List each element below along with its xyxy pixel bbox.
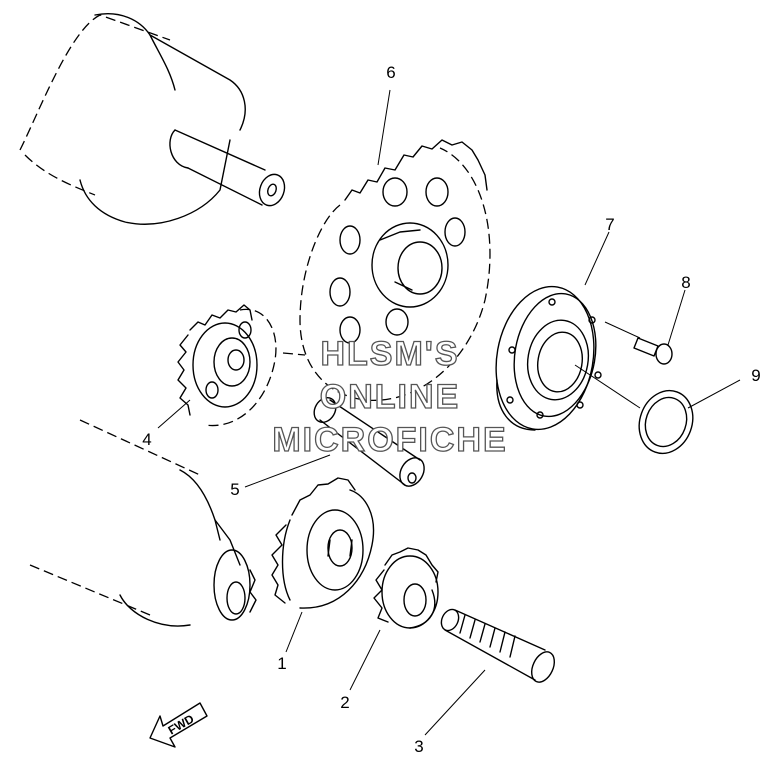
fwd-label: FWD xyxy=(166,711,197,737)
large-gear-part-6 xyxy=(299,139,491,401)
washer-part-9 xyxy=(638,389,694,455)
watermark-line-2: ONLINE xyxy=(320,378,460,416)
part-number-9: 9 xyxy=(751,366,760,385)
watermark: HLSM'S ONLINE MICROFICHE xyxy=(272,334,507,459)
part-number-8: 8 xyxy=(681,273,690,292)
gear-part-4 xyxy=(177,304,306,427)
bolt-part-8 xyxy=(604,321,673,365)
forward-arrow: FWD xyxy=(149,702,208,748)
part-number-2: 2 xyxy=(340,693,349,712)
small-gear-part-2 xyxy=(373,547,439,629)
leader-lines xyxy=(157,89,741,736)
part-number-1: 1 xyxy=(277,654,286,673)
starter-clutch-part-7 xyxy=(495,285,641,431)
starter-shaft xyxy=(29,419,257,627)
gear-part-1 xyxy=(271,477,375,609)
crankshaft xyxy=(19,13,286,225)
watermark-line-1: HLSM'S xyxy=(320,335,459,373)
part-number-7: 7 xyxy=(605,215,614,234)
part-number-3: 3 xyxy=(414,737,423,756)
shaft-part-5 xyxy=(313,396,425,487)
splined-shaft-part-3 xyxy=(440,608,556,683)
part-number-5: 5 xyxy=(230,480,239,499)
part-number-6: 6 xyxy=(386,63,395,82)
watermark-line-3: MICROFICHE xyxy=(272,421,507,459)
part-number-4: 4 xyxy=(142,430,151,449)
